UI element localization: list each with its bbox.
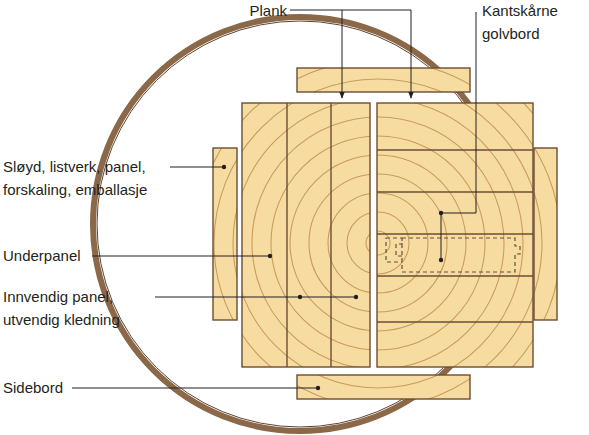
growth-ring: [157, 22, 589, 435]
board-outlines: [213, 68, 557, 399]
growth-ring: [233, 98, 523, 388]
growth-ring: [195, 60, 561, 426]
growth-ring: [328, 193, 428, 293]
leader-dots: [222, 165, 443, 390]
part-label: Sidebord: [3, 376, 73, 399]
part-label: Underpanel: [3, 244, 93, 267]
growth-ring: [214, 79, 542, 407]
part-label: Innvendig panel, utvendig kledning: [3, 285, 153, 331]
growth-ring: [176, 41, 580, 435]
tongue-groove-outline: [386, 238, 520, 272]
part-label: Kantskårne golvbord: [482, 0, 586, 45]
part-label: Sløyd, listverk, panel, forskaling, emba…: [3, 155, 153, 201]
part-label: Plank: [243, 0, 287, 22]
growth-ring: [347, 212, 409, 274]
growth-ring: [290, 155, 466, 331]
leader-lines: [72, 10, 476, 388]
growth-ring: [309, 174, 447, 312]
growth-ring: [271, 136, 485, 350]
growth-ring: [252, 117, 504, 369]
